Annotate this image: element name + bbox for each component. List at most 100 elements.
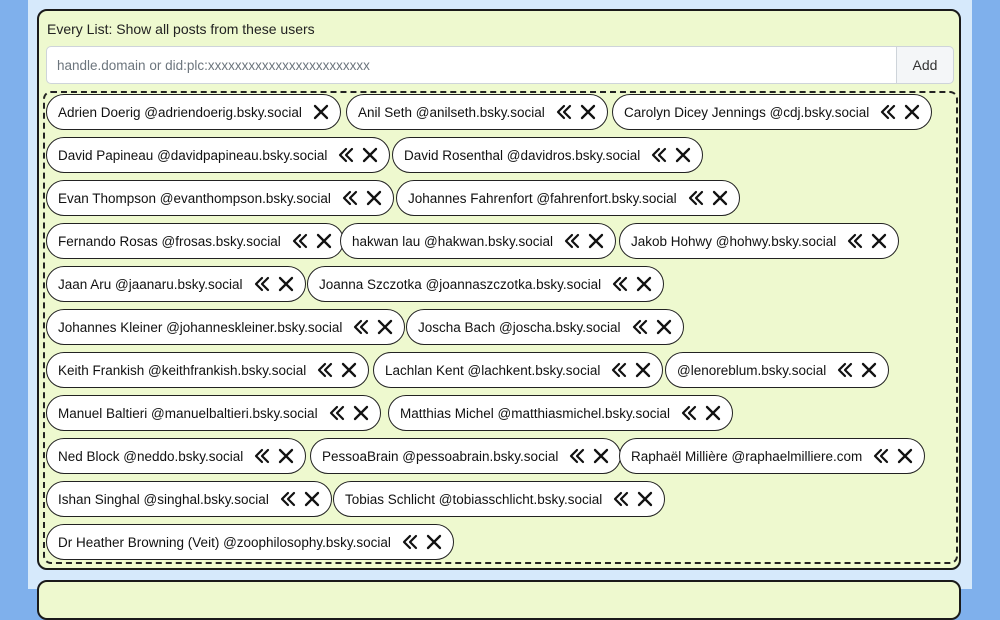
close-x-icon[interactable] xyxy=(303,490,321,508)
user-chip-label: PessoaBrain @pessoabrain.bsky.social xyxy=(322,448,559,464)
close-x-icon[interactable] xyxy=(636,490,654,508)
close-x-icon[interactable] xyxy=(277,275,295,293)
user-chip-label: Evan Thompson @evanthompson.bsky.social xyxy=(58,190,331,206)
double-chevron-left-icon[interactable] xyxy=(631,318,649,336)
user-chip: Tobias Schlicht @tobiasschlicht.bsky.soc… xyxy=(333,481,666,517)
close-x-icon[interactable] xyxy=(870,232,888,250)
user-chip: Anil Seth @anilseth.bsky.social xyxy=(346,94,608,130)
double-chevron-left-icon[interactable] xyxy=(555,103,573,121)
close-x-icon[interactable] xyxy=(587,232,605,250)
user-chip-label: Fernando Rosas @frosas.bsky.social xyxy=(58,233,281,249)
double-chevron-left-icon[interactable] xyxy=(279,490,297,508)
user-chip: Lachlan Kent @lachkent.bsky.social xyxy=(373,352,664,388)
user-chip-label: Lachlan Kent @lachkent.bsky.social xyxy=(385,362,601,378)
close-x-icon[interactable] xyxy=(896,447,914,465)
user-chip: David Rosenthal @davidros.bsky.social xyxy=(392,137,704,173)
double-chevron-left-icon[interactable] xyxy=(328,404,346,422)
double-chevron-left-icon[interactable] xyxy=(872,447,890,465)
user-chip-label: Tobias Schlicht @tobiasschlicht.bsky.soc… xyxy=(345,491,603,507)
add-user-row: Add xyxy=(46,46,954,84)
close-x-icon[interactable] xyxy=(376,318,394,336)
user-chip: Keith Frankish @keithfrankish.bsky.socia… xyxy=(46,352,370,388)
double-chevron-left-icon[interactable] xyxy=(341,189,359,207)
user-chip-label: Joscha Bach @joscha.bsky.social xyxy=(418,319,621,335)
double-chevron-left-icon[interactable] xyxy=(836,361,854,379)
user-chip-list: Adrien Doerig @adriendoerig.bsky.social A… xyxy=(43,91,958,564)
user-chip: Joscha Bach @joscha.bsky.social xyxy=(406,309,684,345)
user-chip-label: Joanna Szczotka @joannaszczotka.bsky.soc… xyxy=(319,276,602,292)
close-x-icon[interactable] xyxy=(361,146,379,164)
handle-input[interactable] xyxy=(46,46,897,84)
double-chevron-left-icon[interactable] xyxy=(687,189,705,207)
user-chip: Fernando Rosas @frosas.bsky.social xyxy=(46,223,344,259)
user-chip: Dr Heather Browning (Veit) @zoophilosoph… xyxy=(46,524,454,560)
user-chip-label: hakwan lau @hakwan.bsky.social xyxy=(352,233,554,249)
close-x-icon[interactable] xyxy=(312,103,330,121)
close-x-icon[interactable] xyxy=(592,447,610,465)
close-x-icon[interactable] xyxy=(365,189,383,207)
double-chevron-left-icon[interactable] xyxy=(611,275,629,293)
double-chevron-left-icon[interactable] xyxy=(568,447,586,465)
close-x-icon[interactable] xyxy=(340,361,358,379)
user-chip: Carolyn Dicey Jennings @cdj.bsky.social xyxy=(612,94,933,130)
double-chevron-left-icon[interactable] xyxy=(401,533,419,551)
next-panel xyxy=(37,580,961,620)
user-chip: PessoaBrain @pessoabrain.bsky.social xyxy=(310,438,622,474)
user-chip: Jakob Hohwy @hohwy.bsky.social xyxy=(619,223,900,259)
close-x-icon[interactable] xyxy=(711,189,729,207)
double-chevron-left-icon[interactable] xyxy=(316,361,334,379)
panel-title: Every List: Show all posts from these us… xyxy=(47,21,315,37)
every-list-panel: Every List: Show all posts from these us… xyxy=(37,9,961,570)
close-x-icon[interactable] xyxy=(634,361,652,379)
double-chevron-left-icon[interactable] xyxy=(650,146,668,164)
add-button[interactable]: Add xyxy=(897,46,954,84)
double-chevron-left-icon[interactable] xyxy=(352,318,370,336)
close-x-icon[interactable] xyxy=(579,103,597,121)
user-chip-label: Jakob Hohwy @hohwy.bsky.social xyxy=(631,233,837,249)
user-chip: Manuel Baltieri @manuelbaltieri.bsky.soc… xyxy=(46,395,381,431)
user-chip-label: Johannes Kleiner @johanneskleiner.bsky.s… xyxy=(58,319,343,335)
close-x-icon[interactable] xyxy=(903,103,921,121)
close-x-icon[interactable] xyxy=(674,146,692,164)
user-chip-label: Raphaël Millière @raphaelmilliere.com xyxy=(631,448,863,464)
user-chip-label: Ned Block @neddo.bsky.social xyxy=(58,448,244,464)
double-chevron-left-icon[interactable] xyxy=(879,103,897,121)
double-chevron-left-icon[interactable] xyxy=(610,361,628,379)
user-chip: Joanna Szczotka @joannaszczotka.bsky.soc… xyxy=(307,266,665,302)
double-chevron-left-icon[interactable] xyxy=(291,232,309,250)
double-chevron-left-icon[interactable] xyxy=(846,232,864,250)
user-chip: hakwan lau @hakwan.bsky.social xyxy=(340,223,617,259)
close-x-icon[interactable] xyxy=(315,232,333,250)
double-chevron-left-icon[interactable] xyxy=(337,146,355,164)
double-chevron-left-icon[interactable] xyxy=(253,275,271,293)
user-chip: Ishan Singhal @singhal.bsky.social xyxy=(46,481,332,517)
user-chip-label: Anil Seth @anilseth.bsky.social xyxy=(358,104,545,120)
user-chip: Jaan Aru @jaanaru.bsky.social xyxy=(46,266,306,302)
close-x-icon[interactable] xyxy=(277,447,295,465)
user-chip-label: Manuel Baltieri @manuelbaltieri.bsky.soc… xyxy=(58,405,318,421)
user-chip-label: Matthias Michel @matthiasmichel.bsky.soc… xyxy=(400,405,671,421)
double-chevron-left-icon[interactable] xyxy=(253,447,271,465)
user-chip-label: Dr Heather Browning (Veit) @zoophilosoph… xyxy=(58,534,391,550)
close-x-icon[interactable] xyxy=(635,275,653,293)
close-x-icon[interactable] xyxy=(425,533,443,551)
user-chip-label: David Papineau @davidpapineau.bsky.socia… xyxy=(58,147,328,163)
user-chip: Raphaël Millière @raphaelmilliere.com xyxy=(619,438,926,474)
close-x-icon[interactable] xyxy=(860,361,878,379)
close-x-icon[interactable] xyxy=(704,404,722,422)
user-chip-label: Ishan Singhal @singhal.bsky.social xyxy=(58,491,269,507)
user-chip: Ned Block @neddo.bsky.social xyxy=(46,438,307,474)
user-chip-label: Johannes Fahrenfort @fahrenfort.bsky.soc… xyxy=(408,190,677,206)
user-chip-label: Adrien Doerig @adriendoerig.bsky.social xyxy=(58,104,302,120)
user-chip-label: Carolyn Dicey Jennings @cdj.bsky.social xyxy=(624,104,870,120)
user-chip: Evan Thompson @evanthompson.bsky.social xyxy=(46,180,394,216)
user-chip: Johannes Fahrenfort @fahrenfort.bsky.soc… xyxy=(396,180,740,216)
close-x-icon[interactable] xyxy=(352,404,370,422)
user-chip-label: Jaan Aru @jaanaru.bsky.social xyxy=(58,276,243,292)
double-chevron-left-icon[interactable] xyxy=(680,404,698,422)
user-chip: Matthias Michel @matthiasmichel.bsky.soc… xyxy=(388,395,734,431)
close-x-icon[interactable] xyxy=(655,318,673,336)
double-chevron-left-icon[interactable] xyxy=(612,490,630,508)
user-chip-label: Keith Frankish @keithfrankish.bsky.socia… xyxy=(58,362,307,378)
double-chevron-left-icon[interactable] xyxy=(563,232,581,250)
